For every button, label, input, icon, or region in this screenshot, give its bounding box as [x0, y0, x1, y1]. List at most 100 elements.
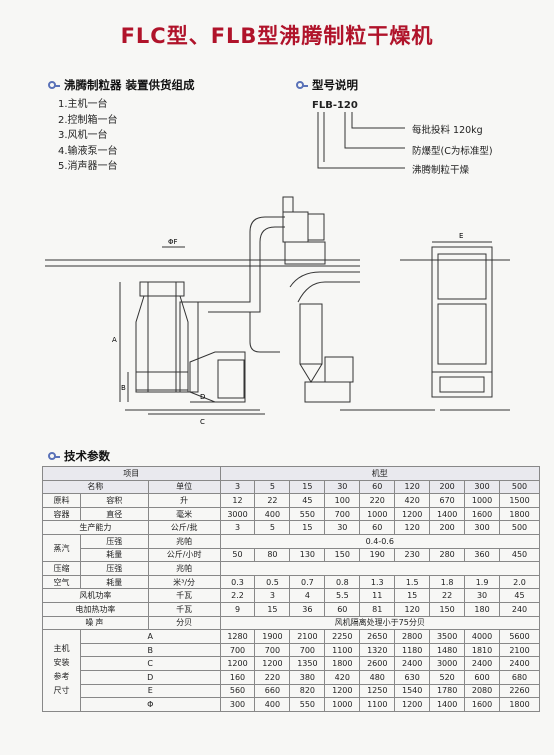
value-cell: 3000: [219, 506, 256, 522]
value-cell: 2600: [359, 656, 396, 671]
unit-cell: 升: [147, 493, 221, 508]
model-cell: 60: [359, 479, 396, 495]
value-cell: 2100: [289, 629, 326, 644]
header-model: 机型: [219, 466, 541, 481]
value-cell: 180: [464, 601, 501, 617]
unit-cell: 千瓦: [147, 601, 221, 617]
value-cell: 0.3: [219, 574, 256, 590]
value-cell: 2100: [499, 642, 540, 658]
list-item: 3.风机一台: [58, 130, 108, 141]
value-cell: 30: [464, 588, 501, 603]
table-row: D 160 220 380 420 480 630 520 600 680: [43, 669, 540, 685]
value-cell: 2650: [359, 629, 396, 644]
value-cell: 130: [289, 547, 326, 563]
value-cell: 1.3: [359, 574, 396, 590]
value-cell: 560: [219, 683, 256, 699]
value-cell: 450: [499, 547, 540, 563]
table-row: 耗量 公斤/小时 50 80 130 150 190 230 280 360 4…: [43, 547, 540, 563]
name-cell: 容积: [79, 493, 149, 508]
value-cell: 45: [289, 493, 326, 508]
value-cell: 400: [254, 506, 291, 522]
name-cell: Φ: [79, 697, 221, 712]
table-row: B 700 700 700 1100 1320 1180 1480 1810 2…: [43, 642, 540, 658]
value-cell: 3500: [429, 629, 466, 644]
value-cell: 120: [394, 601, 431, 617]
table-row: 蒸汽 压强 兆帕 0.4-0.6: [42, 533, 541, 563]
value-cell: 1200: [254, 656, 291, 671]
group-cell: 主机 安装 参考 尺寸: [42, 629, 81, 712]
value-cell: 420: [394, 493, 431, 508]
value-cell: 1400: [429, 697, 466, 712]
value-cell: 22: [429, 588, 466, 603]
unit-cell: 米³/分: [147, 574, 221, 590]
name-cell: A: [79, 629, 221, 644]
name-cell: E: [79, 683, 221, 699]
value-cell: 1780: [429, 683, 466, 699]
table-row: 风机功率 千瓦 2.2 3 4 5.5 11 15 22 30 45: [42, 588, 540, 603]
value-cell: 660: [254, 683, 291, 699]
value-cell: 550: [289, 697, 326, 712]
value-cell: 1810: [464, 642, 501, 658]
value-cell: 1600: [464, 697, 501, 712]
value-cell: 1.8: [429, 574, 466, 590]
components-list: 1.主机一台 2.控制箱一台 3.风机一台 4.输液泵一台 5.消声器一台: [58, 97, 118, 175]
equipment-drawing: ΦF A B D C E: [45, 196, 510, 426]
model-cell: 30: [324, 479, 361, 495]
value-cell: 2260: [499, 683, 540, 699]
spec-table: 项目 机型 名称 单位 3 5 15 30 60 120 200 300 500…: [42, 466, 541, 712]
value-cell: 2400: [394, 656, 431, 671]
value-cell: 120: [394, 520, 431, 535]
list-item: 5.消声器一台: [58, 161, 118, 172]
model-cell: 120: [394, 479, 431, 495]
model-label-batch: 每批投料 120kg: [412, 125, 483, 136]
value-cell: 700: [254, 642, 291, 658]
value-cell: 81: [359, 601, 396, 617]
components-heading: 沸腾制粒器 装置供货组成: [48, 77, 195, 93]
model-cell: 200: [429, 479, 466, 495]
dim-label-a: A: [112, 336, 117, 344]
model-cell: 5: [254, 479, 291, 495]
section-bullet-icon: [48, 81, 60, 89]
value-cell: 1480: [429, 642, 466, 658]
name-cell: 压强: [79, 533, 149, 549]
value-cell: 1100: [324, 642, 361, 658]
table-row: 容器 直径 毫米 3000 400 550 700 1000 1200 1400…: [42, 506, 540, 522]
value-cell: 1540: [394, 683, 431, 699]
table-row: 生产能力 公斤/批 3 5 15 30 60 120 200 300 500: [42, 520, 540, 535]
table-row: 原料 容积 升 12 22 45 100 220 420 670 1000 15…: [42, 493, 540, 508]
value-cell: 风机隔离处理小于75分贝: [219, 615, 541, 631]
value-cell: 520: [429, 669, 466, 685]
value-cell: 1280: [219, 629, 256, 644]
table-row: 主机 安装 参考 尺寸 A 1280 1900 2100 2250 2650 2…: [42, 629, 540, 712]
value-cell: 5.5: [324, 588, 361, 603]
value-cell: 200: [429, 520, 466, 535]
name-cell: D: [79, 669, 221, 685]
unit-cell: 千瓦: [147, 588, 221, 603]
value-cell: 1180: [394, 642, 431, 658]
value-cell: 0.5: [254, 574, 291, 590]
list-item: 4.输液泵一台: [58, 145, 118, 157]
value-cell: 5600: [499, 629, 540, 644]
value-cell: 60: [324, 601, 361, 617]
table-row: C 1200 1200 1350 1800 2600 2400 3000 240…: [43, 656, 540, 671]
value-cell: 2400: [464, 656, 501, 671]
value-cell: 500: [499, 520, 540, 535]
unit-cell: 分贝: [147, 615, 221, 631]
value-cell: 230: [394, 547, 431, 563]
value-cell: 15: [254, 601, 291, 617]
dim-label-e: E: [459, 232, 463, 240]
value-cell: 600: [464, 669, 501, 685]
dim-label-d: D: [200, 393, 205, 401]
value-cell: 2.0: [499, 574, 540, 590]
value-cell: 1800: [499, 506, 540, 522]
name-cell: 压强: [79, 561, 149, 576]
name-cell: 风机功率: [42, 588, 149, 603]
table-row: 空气 耗量 米³/分 0.3 0.5 0.7 0.8 1.3 1.5 1.8 1…: [42, 574, 540, 590]
value-cell: 820: [289, 683, 326, 699]
value-cell: 15: [394, 588, 431, 603]
value-cell: 9: [219, 601, 256, 617]
name-cell: C: [79, 656, 221, 671]
model-label-explosion: 防爆型(C为标准型): [412, 146, 493, 157]
value-cell: 150: [324, 547, 361, 563]
value-cell: 700: [219, 642, 256, 658]
